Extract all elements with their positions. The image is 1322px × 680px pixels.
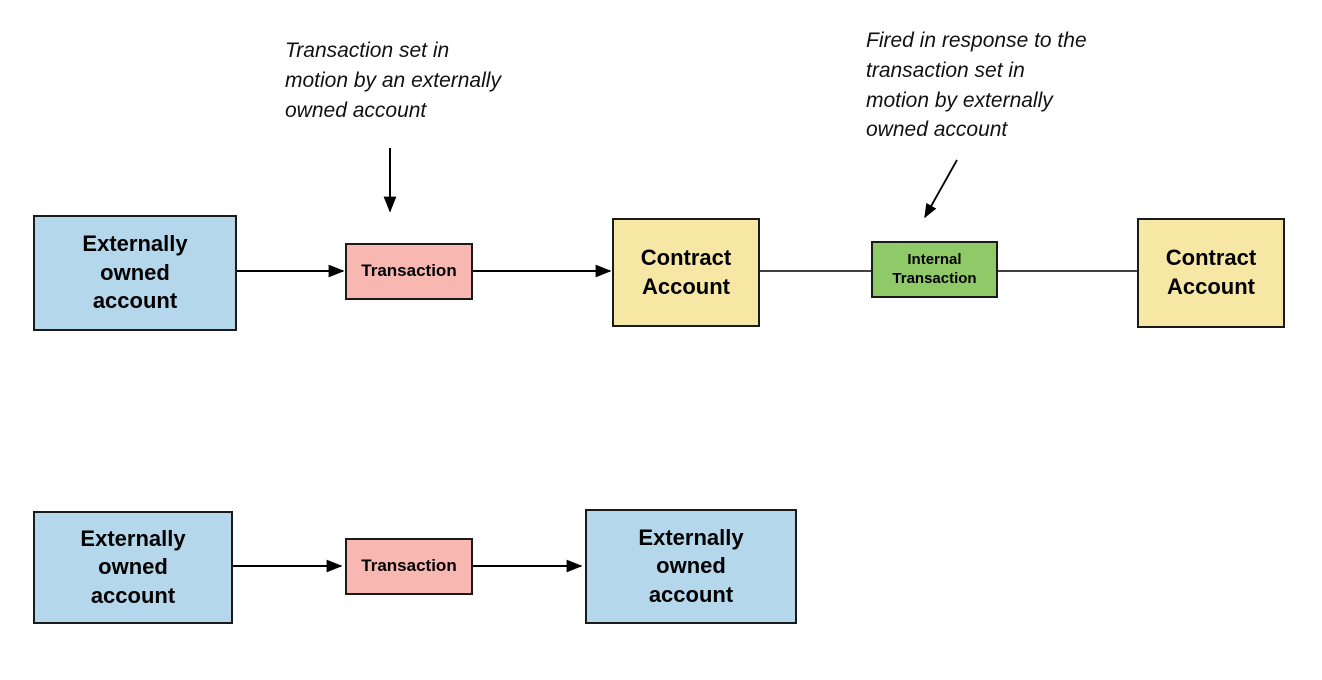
contract-account-box-right: Contract Account xyxy=(1137,218,1285,328)
bottom-externally-owned-account-box-left: Externally owned account xyxy=(33,511,233,624)
top-transaction-box: Transaction xyxy=(345,243,473,300)
contract-account-box-left: Contract Account xyxy=(612,218,760,327)
bottom-transaction-box: Transaction xyxy=(345,538,473,595)
internal-transaction-note: Fired in response to the transaction set… xyxy=(866,29,1087,142)
transaction-note: Transaction set in motion by an external… xyxy=(285,39,501,122)
bottom-externally-owned-account-box-right: Externally owned account xyxy=(585,509,797,624)
top-externally-owned-account-box: Externally owned account xyxy=(33,215,237,331)
annotation-arrow-internal-note xyxy=(924,159,958,219)
internal-transaction-box: Internal Transaction xyxy=(871,241,998,298)
